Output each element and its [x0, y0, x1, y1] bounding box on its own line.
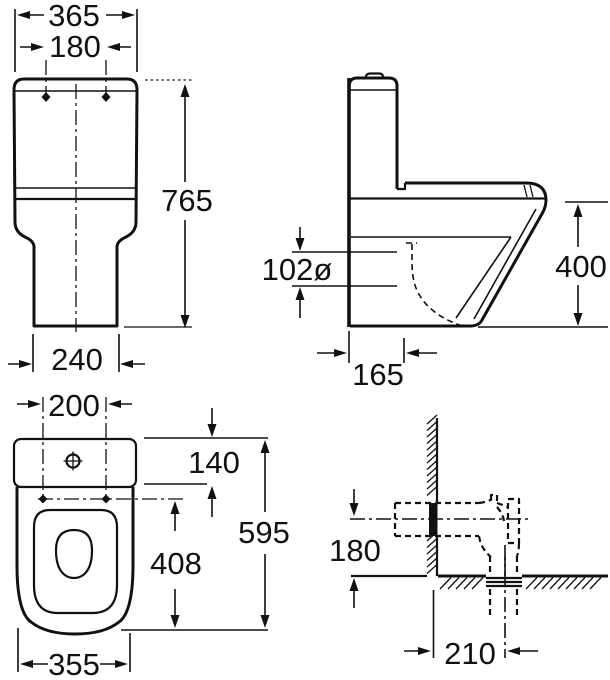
fixing-hole-right: [101, 92, 111, 102]
seat-step: [397, 183, 407, 191]
plan-cistern-outline: [12, 437, 138, 489]
dim-240: 240: [8, 334, 145, 377]
seat-edge-detail: [523, 184, 534, 198]
dim-label-400: 400: [555, 249, 607, 284]
dim-label-355: 355: [48, 647, 100, 680]
flush-button: [364, 72, 385, 78]
dim-595: 595: [238, 440, 290, 628]
side-view: 102ø 400 165: [262, 72, 608, 392]
dim-label-210: 210: [444, 636, 496, 671]
dim-label-180-install: 180: [329, 533, 381, 568]
wall-hatching: [426, 414, 438, 574]
floor-hatching: [439, 577, 602, 590]
plan-bowl-opening: [54, 528, 94, 580]
plan-hole-centerlines: [42, 397, 107, 500]
plan-seat-outline: [32, 508, 119, 615]
front-slope-inner2: [473, 208, 537, 320]
dim-180-front: 180: [20, 29, 131, 64]
front-view: 365 180 765 240: [8, 0, 213, 377]
outlet-elbow-hidden: [477, 493, 521, 619]
fixing-hole-left: [41, 92, 51, 102]
dim-140: 140: [144, 408, 268, 517]
dim-label-165: 165: [352, 357, 404, 392]
dim-400: 400: [555, 201, 608, 326]
plan-bowl-outline: [15, 487, 135, 636]
seat-and-front-outline: [350, 181, 548, 328]
dim-200: 200: [17, 388, 132, 423]
dim-210: 210: [404, 636, 538, 671]
front-body-outline: [12, 77, 139, 328]
dim-355: 355: [17, 628, 131, 680]
dim-label-140: 140: [188, 445, 240, 480]
dim-102: 102ø: [262, 227, 397, 318]
plan-button-cross: [63, 451, 83, 471]
dim-label-408: 408: [150, 546, 202, 581]
floor-flange: [486, 576, 522, 588]
dim-365: 365: [14, 0, 138, 72]
dim-label-240: 240: [51, 342, 103, 377]
dim-label-200: 200: [48, 388, 100, 423]
dim-label-765: 765: [161, 183, 213, 218]
inner-front-slope: [455, 236, 512, 319]
dim-765: 765: [124, 79, 213, 328]
dim-label-180-front: 180: [49, 29, 101, 64]
dim-label-102: 102ø: [262, 252, 333, 287]
side-cistern-outline: [347, 76, 399, 189]
dim-label-595: 595: [238, 515, 290, 550]
trap-hidden-outline: [406, 242, 464, 327]
plan-view: 200 140 595 408 355: [12, 388, 290, 680]
dim-180-install: 180: [329, 489, 381, 608]
dim-label-365: 365: [48, 0, 100, 33]
wall-sleeve: [429, 503, 438, 536]
dim-408: 408: [121, 501, 268, 631]
installation-view: 180 210: [329, 414, 608, 671]
dim-165: 165: [317, 331, 437, 392]
hinge-hole-right: [101, 494, 111, 504]
horizontal-pipe-hidden: [393, 501, 479, 538]
